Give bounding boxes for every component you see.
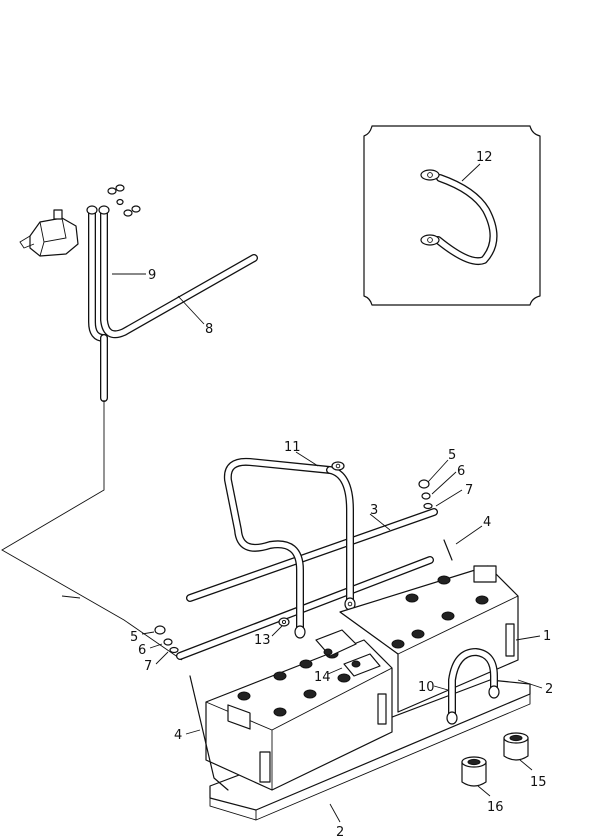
callout-7-right: 7 (465, 483, 473, 498)
leader-lines (112, 273, 543, 823)
terminal-cover-15 (503, 732, 529, 761)
callout-8: 8 (205, 322, 213, 337)
callout-9: 9 (148, 268, 156, 283)
callout-16: 16 (487, 800, 504, 815)
callout-4-left: 4 (174, 728, 182, 743)
cable-11 (223, 457, 356, 639)
terminal-cover-16 (461, 756, 487, 787)
callout-5-right: 5 (448, 448, 456, 463)
battery-right (339, 565, 519, 713)
hardware-set-right (418, 479, 453, 561)
callout-6-left: 6 (138, 643, 146, 658)
callout-5-left: 5 (130, 630, 138, 645)
callout-2-bottom: 2 (336, 825, 344, 839)
callout-13: 13 (254, 633, 271, 648)
callout-labels: 12 9 8 11 5 6 7 3 4 1 2 13 5 6 7 14 10 4… (130, 150, 553, 839)
bracket-14 (315, 629, 381, 677)
callout-14: 14 (314, 670, 331, 685)
callout-2-right: 2 (545, 682, 553, 697)
callout-11: 11 (284, 440, 301, 455)
callout-1: 1 (543, 629, 551, 644)
callout-12: 12 (476, 150, 493, 165)
cable-3 (176, 508, 438, 660)
callout-15: 15 (530, 775, 547, 790)
callout-3: 3 (370, 503, 378, 518)
callout-7-left: 7 (144, 659, 152, 674)
cable-10 (446, 648, 500, 725)
callout-4-right: 4 (483, 515, 491, 530)
bolt-13 (278, 617, 290, 627)
hardware-set-left (154, 625, 229, 791)
inset-cable-12 (363, 125, 541, 306)
callout-6-right: 6 (457, 464, 465, 479)
callout-10: 10 (418, 680, 435, 695)
battery-left (205, 639, 393, 791)
